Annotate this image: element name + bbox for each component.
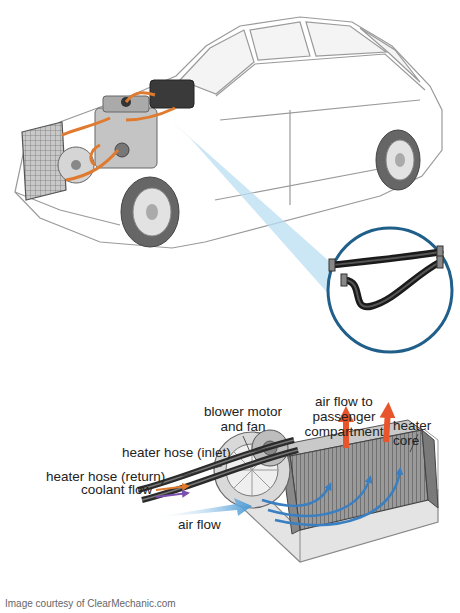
flow-label: coolant flow bbox=[81, 482, 159, 497]
flow-arrows-part bbox=[156, 486, 188, 490]
engine-bay-part bbox=[103, 96, 149, 112]
part-label: heater hose (return) bbox=[46, 469, 186, 484]
hose-inset bbox=[328, 228, 452, 352]
part-label: heater hose (inlet) bbox=[122, 445, 258, 460]
part-label: air flow to passenger compartment bbox=[298, 394, 390, 439]
image-credit: Image courtesy of ClearMechanic.com bbox=[5, 598, 275, 610]
flow-label: air flow bbox=[178, 517, 238, 532]
hose-inset-part bbox=[329, 259, 335, 271]
car-outline bbox=[15, 17, 442, 248]
hose-inset-part bbox=[328, 228, 452, 352]
car-wheels-part bbox=[133, 188, 171, 236]
engine-bay-part bbox=[71, 160, 81, 170]
leader-lines-part bbox=[250, 444, 288, 452]
car-wheels-part bbox=[386, 140, 414, 180]
part-label: blower motor and fan bbox=[194, 404, 292, 434]
car-outline-part bbox=[216, 54, 425, 96]
flow-arrows-part bbox=[150, 498, 252, 518]
car-wheels-part bbox=[121, 177, 179, 247]
car-outline-part bbox=[15, 17, 442, 248]
hose-inset-part bbox=[333, 252, 440, 265]
engine-bay-part bbox=[91, 145, 100, 165]
car-wheels-part bbox=[146, 204, 158, 220]
heater-housing-part bbox=[300, 530, 301, 562]
engine-bay-part bbox=[150, 80, 194, 108]
hose-inset-part bbox=[345, 262, 440, 307]
engine-bay bbox=[22, 80, 194, 200]
flow-arrows-part bbox=[156, 493, 188, 497]
part-label: heater core bbox=[393, 418, 459, 448]
hose-inset-part bbox=[341, 274, 347, 286]
heater-core-part bbox=[422, 430, 438, 508]
car-wheels-part bbox=[395, 153, 405, 167]
engine-bay-part bbox=[62, 118, 110, 135]
engine-bay-part bbox=[126, 108, 175, 120]
flow-arrows-part bbox=[275, 470, 400, 525]
flow-arrows-part bbox=[268, 478, 370, 516]
flow-arrows-part bbox=[262, 485, 330, 506]
flow-arrows-part bbox=[386, 410, 388, 442]
hose-inset-part bbox=[345, 262, 440, 307]
car-outline-part bbox=[289, 110, 290, 205]
leader-lines-part bbox=[243, 436, 250, 452]
car-outline-part bbox=[250, 22, 310, 60]
hose-inset-part bbox=[333, 252, 440, 265]
car-wheels-part bbox=[376, 130, 420, 190]
leader-lines-part bbox=[182, 466, 222, 476]
engine-bay-part bbox=[126, 93, 155, 102]
hose-inset-part bbox=[437, 256, 443, 268]
car-outline-part bbox=[220, 100, 420, 120]
